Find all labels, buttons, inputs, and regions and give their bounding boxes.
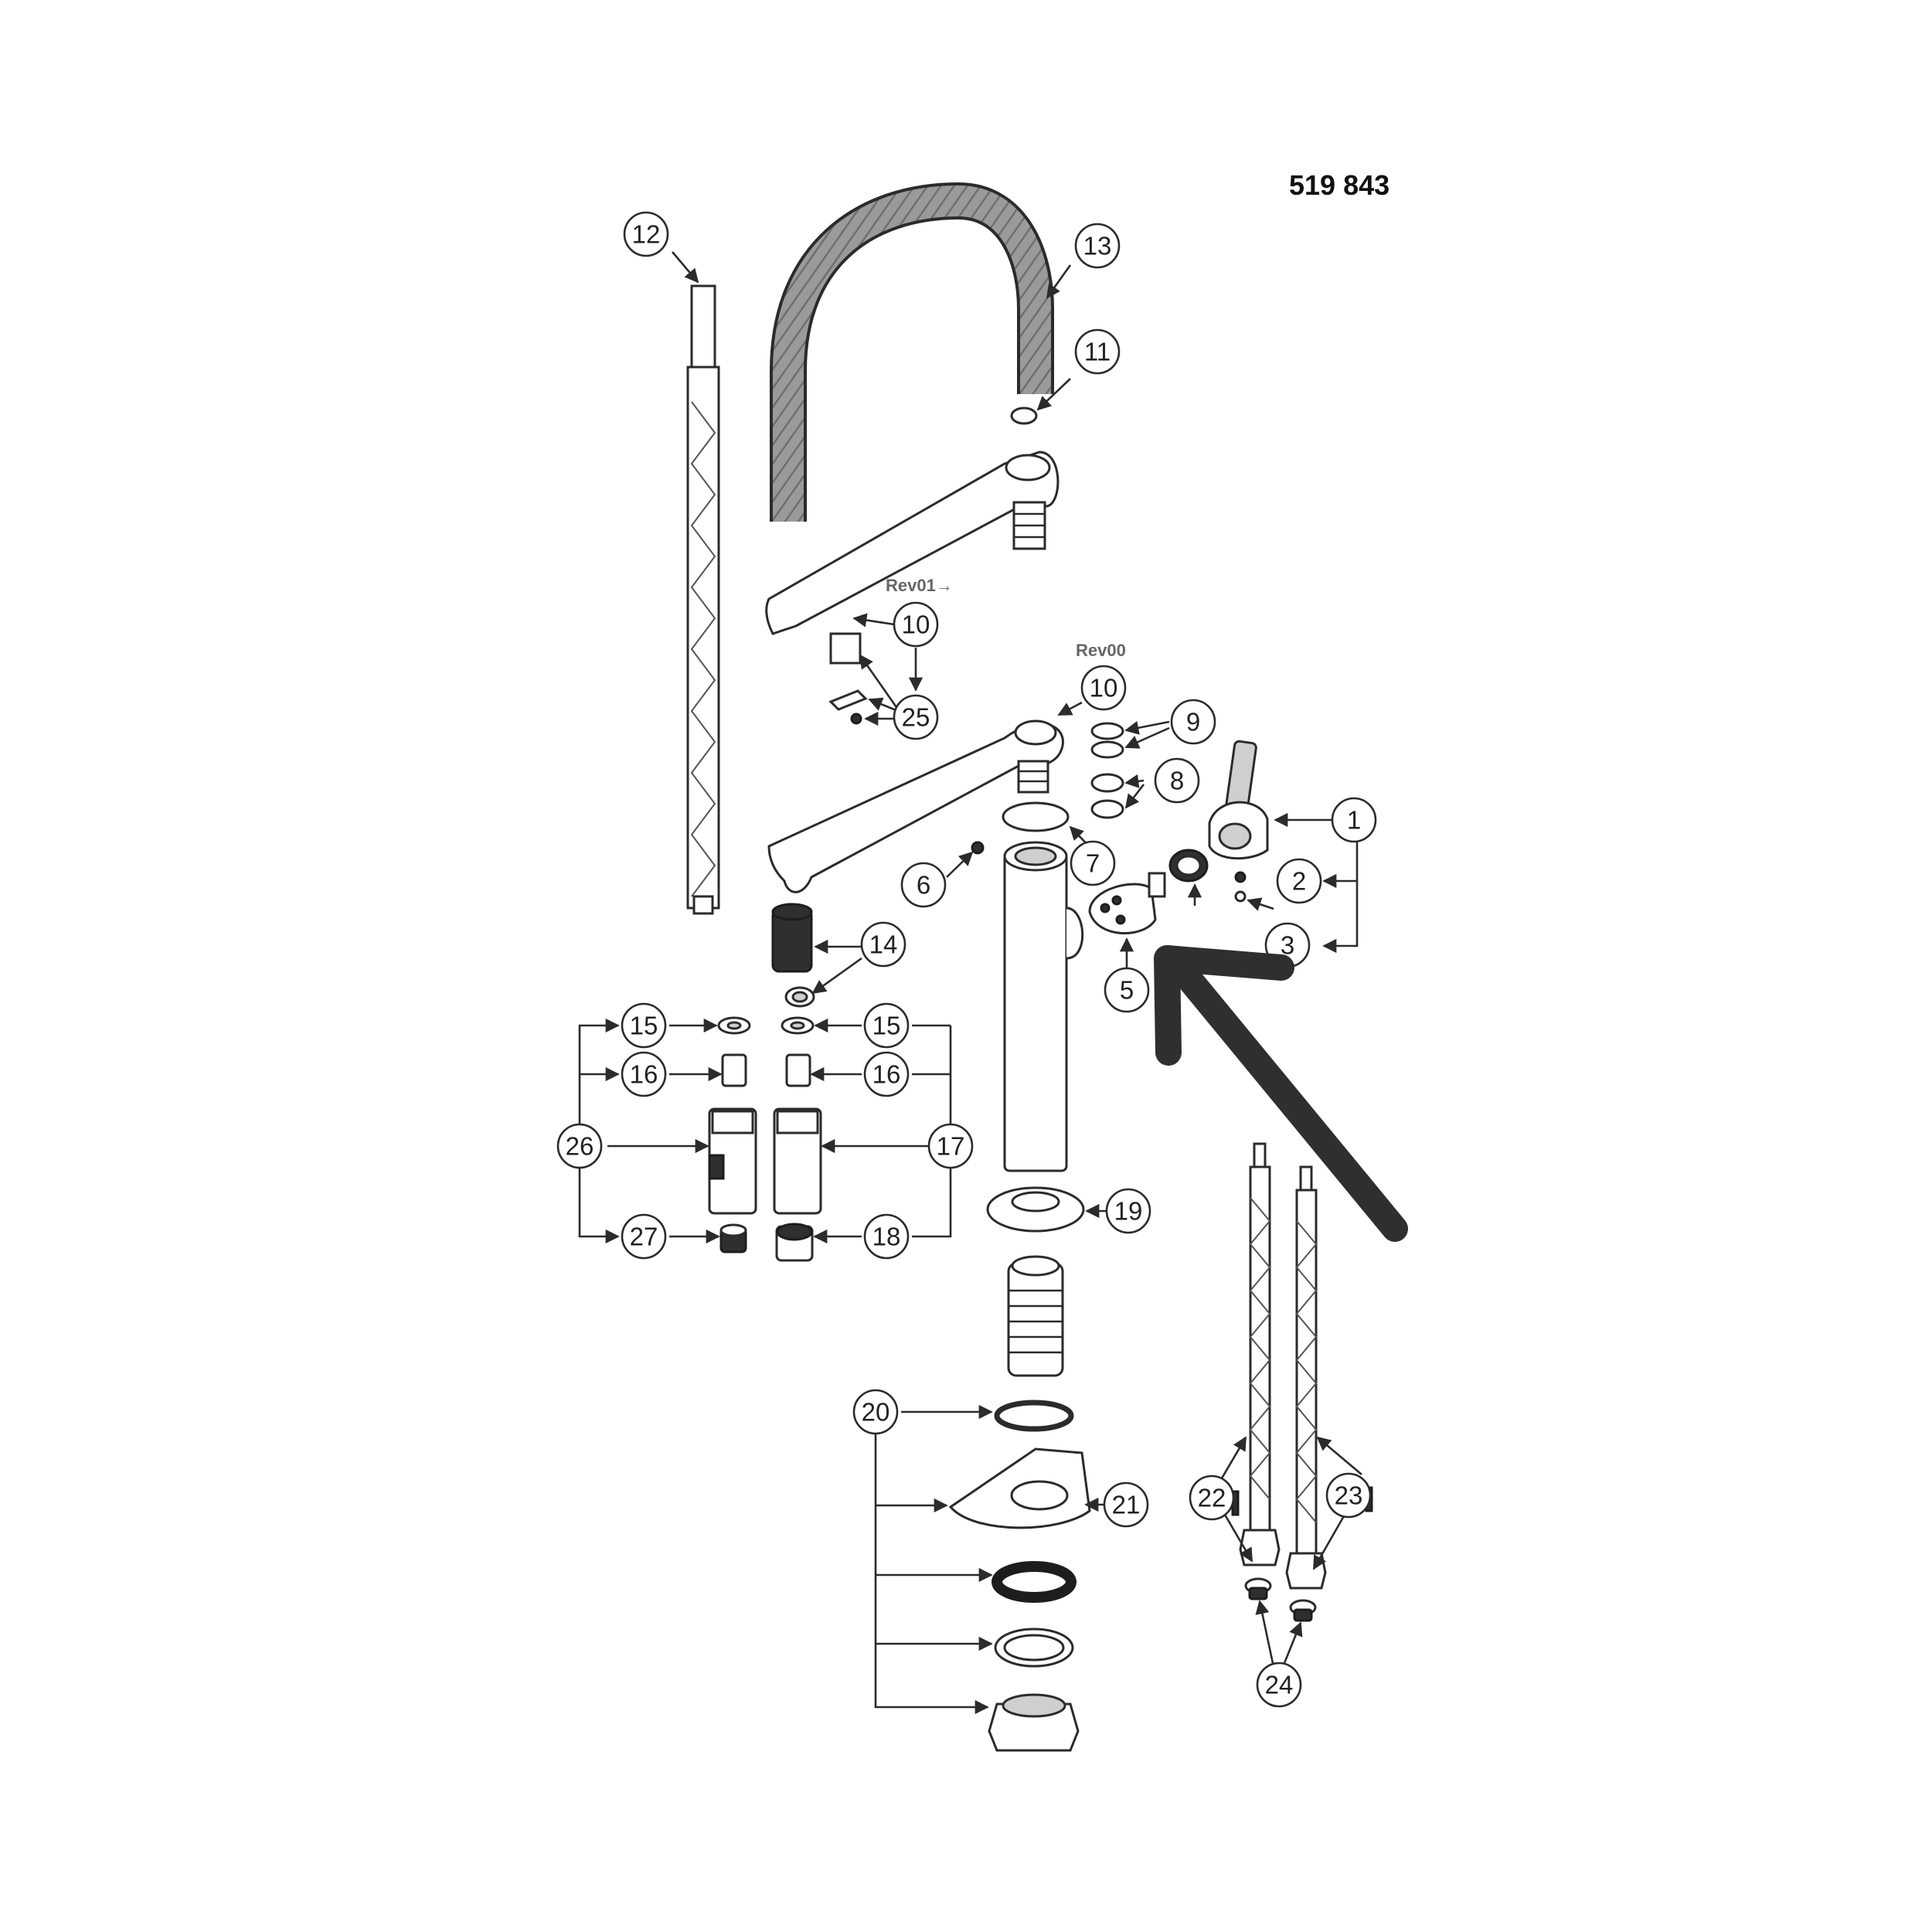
svg-text:11: 11 — [1084, 338, 1111, 366]
mounting-nut — [988, 1693, 1080, 1752]
aerator-housing — [771, 903, 815, 1008]
retaining-clip-set — [828, 632, 868, 725]
svg-text:16: 16 — [630, 1060, 658, 1089]
callout-13: 13 — [1074, 223, 1121, 269]
callout-20: 20 — [852, 1389, 899, 1435]
svg-text:25: 25 — [902, 703, 930, 732]
callout-17: 17 — [927, 1123, 974, 1169]
callout-16-left: 16 — [621, 1051, 667, 1097]
svg-text:22: 22 — [1198, 1484, 1226, 1512]
svg-text:12: 12 — [632, 220, 661, 249]
callout-6: 6 — [900, 862, 947, 908]
inlet-adapter-left — [708, 1107, 757, 1215]
o-ring-8b — [1090, 799, 1124, 819]
callout-11: 11 — [1074, 328, 1121, 375]
check-valve-left — [721, 1053, 747, 1087]
base-washer — [986, 1186, 1085, 1233]
svg-text:9: 9 — [1186, 708, 1200, 736]
svg-text:13: 13 — [1083, 232, 1112, 260]
inlet-adapter-right — [773, 1107, 822, 1215]
callout-12: 12 — [623, 211, 669, 257]
callout-19: 19 — [1105, 1188, 1151, 1234]
svg-text:14: 14 — [869, 930, 898, 959]
svg-text:6: 6 — [917, 871, 930, 900]
callout-7: 7 — [1070, 840, 1116, 886]
svg-text:1: 1 — [1347, 806, 1361, 835]
flexible-hose-long — [686, 284, 720, 915]
callout-22: 22 — [1189, 1475, 1235, 1521]
ceramic-cartridge — [1088, 872, 1166, 935]
callout-24: 24 — [1256, 1662, 1302, 1708]
callout-23: 23 — [1325, 1472, 1372, 1519]
filter-washer-right — [1289, 1599, 1317, 1622]
faucet-body — [1003, 841, 1084, 1172]
svg-text:7: 7 — [1086, 849, 1100, 878]
svg-text:26: 26 — [566, 1132, 594, 1161]
svg-text:8: 8 — [1170, 767, 1184, 795]
grub-screw — [971, 841, 985, 855]
svg-text:17: 17 — [937, 1132, 965, 1161]
rubber-gasket — [992, 1561, 1077, 1603]
drawing-number: 519 843 — [1289, 169, 1389, 201]
swivel-arm-rev00 — [767, 719, 1064, 893]
callout-16-right: 16 — [863, 1051, 910, 1097]
arrow-up-left-icon — [1154, 945, 1408, 1242]
supply-hose-right — [1285, 1165, 1327, 1590]
lever-handle — [1208, 740, 1269, 860]
callout-10-rev01: 10 — [893, 601, 939, 648]
callout-15-right: 15 — [863, 1002, 910, 1049]
callout-27: 27 — [621, 1213, 667, 1260]
svg-text:15: 15 — [630, 1012, 658, 1040]
swivel-arm-rev01 — [765, 451, 1060, 635]
svg-text:23: 23 — [1335, 1481, 1363, 1510]
leader-lines — [578, 251, 1362, 1715]
spout-washer — [1010, 406, 1038, 425]
mounting-o-ring — [994, 1400, 1074, 1432]
handle-screw — [1234, 871, 1247, 883]
callout-15-left: 15 — [621, 1002, 667, 1049]
svg-text:10: 10 — [902, 611, 930, 639]
svg-text:18: 18 — [872, 1223, 901, 1251]
revision-label-rev00: Rev00 — [1076, 641, 1126, 660]
svg-text:2: 2 — [1292, 867, 1306, 896]
svg-text:24: 24 — [1265, 1671, 1294, 1699]
svg-text:19: 19 — [1114, 1197, 1143, 1226]
threaded-mounting-stud — [1007, 1255, 1064, 1377]
callout-8: 8 — [1154, 757, 1200, 804]
nut-18 — [775, 1223, 814, 1262]
svg-text:20: 20 — [862, 1398, 890, 1427]
callout-26: 26 — [556, 1123, 603, 1169]
callout-2: 2 — [1276, 858, 1322, 904]
svg-text:10: 10 — [1090, 674, 1118, 702]
svg-text:16: 16 — [872, 1060, 901, 1089]
callout-14: 14 — [860, 921, 906, 968]
svg-text:27: 27 — [630, 1223, 658, 1251]
callout-1: 1 — [1331, 797, 1377, 843]
svg-text:21: 21 — [1112, 1491, 1141, 1519]
o-ring-9a — [1090, 722, 1124, 740]
svg-text:15: 15 — [872, 1012, 901, 1040]
callout-18: 18 — [863, 1213, 910, 1260]
check-valve-right — [785, 1053, 811, 1087]
o-ring-9b — [1090, 740, 1124, 759]
callout-5: 5 — [1104, 967, 1150, 1013]
nut-27 — [719, 1223, 747, 1253]
filter-washer-left — [1244, 1577, 1272, 1600]
body-o-ring — [1002, 801, 1070, 832]
cap-screw — [1234, 890, 1247, 903]
callout-21: 21 — [1103, 1481, 1149, 1528]
horseshoe-bracket — [948, 1447, 1091, 1529]
svg-text:3: 3 — [1281, 931, 1294, 960]
callout-10-rev00: 10 — [1080, 665, 1127, 711]
callout-9: 9 — [1170, 699, 1216, 745]
svg-text:5: 5 — [1120, 976, 1134, 1005]
supply-hose-left — [1239, 1142, 1281, 1566]
callout-25: 25 — [893, 694, 939, 740]
o-ring-8a — [1090, 773, 1124, 793]
revision-label-rev01: Rev01→ — [886, 576, 953, 595]
